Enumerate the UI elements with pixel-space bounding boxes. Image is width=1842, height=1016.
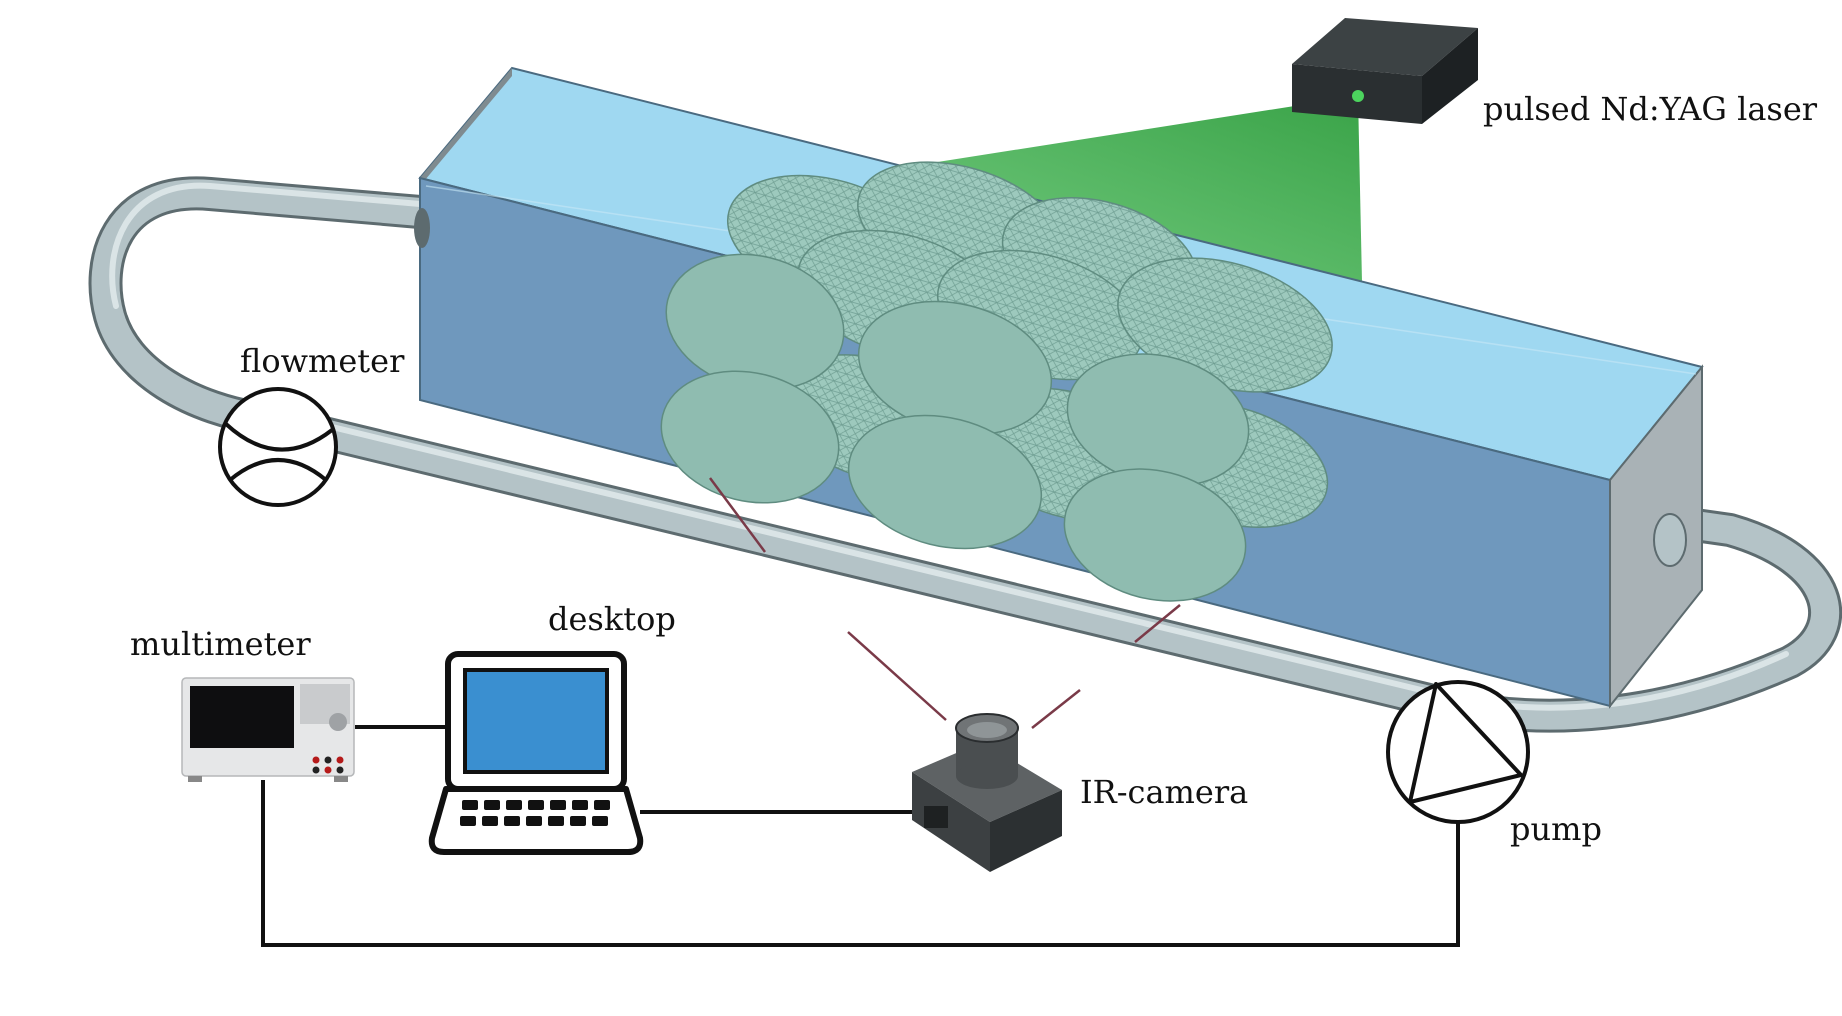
jack <box>312 756 320 764</box>
camera-connector <box>924 806 948 828</box>
pump-symbol-icon <box>1386 680 1530 824</box>
multimeter-jacks <box>312 756 344 774</box>
jack <box>312 766 320 774</box>
meshed-spheroids <box>726 161 1333 528</box>
labels: pulsed Nd:YAG laser flowmeter multimeter… <box>130 90 1818 848</box>
laser-top <box>1292 18 1478 76</box>
cut-faces <box>660 253 1250 602</box>
flowmeter-arc-bottom <box>228 458 328 482</box>
laser-sheet <box>855 96 1362 282</box>
laser-box-icon <box>1292 18 1478 124</box>
sightline <box>847 631 947 721</box>
pipe-stub-left <box>414 208 430 248</box>
camera-lens-glass <box>967 722 1007 738</box>
multimeter-dial <box>329 713 347 731</box>
jack <box>324 756 332 764</box>
wire-multimeter-pump <box>261 780 1460 947</box>
cut-face <box>660 370 840 504</box>
laser-side <box>1422 28 1478 124</box>
laptop-icon <box>428 651 644 855</box>
jack <box>336 756 344 764</box>
sightline <box>708 477 767 553</box>
jack <box>336 766 344 774</box>
laser-label: pulsed Nd:YAG laser <box>1483 90 1818 128</box>
pump-circle <box>1386 680 1530 824</box>
multimeter-label: multimeter <box>130 625 311 663</box>
camera-body-front <box>912 772 990 872</box>
desktop-label: desktop <box>548 600 676 638</box>
camera-body-side <box>990 790 1062 872</box>
multimeter-icon <box>181 677 355 782</box>
camera-sightlines <box>708 477 1181 729</box>
multimeter-foot <box>188 776 202 782</box>
camera-icon <box>912 713 1062 872</box>
laptop-keys <box>460 800 610 826</box>
pump-triangle <box>1408 682 1523 804</box>
flowmeter-label: flowmeter <box>240 342 405 380</box>
laptop-screen <box>463 668 609 774</box>
camera-lens-barrel-bottom <box>956 763 1018 789</box>
pump-label: pump <box>1510 810 1602 848</box>
flowmeter-arc-top <box>224 422 334 452</box>
cut-face <box>847 414 1043 550</box>
multimeter-foot <box>334 776 348 782</box>
sightline <box>1031 689 1081 729</box>
flowmeter-circle <box>218 387 338 507</box>
sightline <box>1134 604 1181 643</box>
flowmeter-symbol-icon <box>218 387 338 507</box>
laser-aperture <box>1352 90 1364 102</box>
packed-spheroids <box>660 161 1333 602</box>
jack <box>324 766 332 774</box>
multimeter-screen <box>190 686 294 748</box>
signal-wires <box>261 725 1460 947</box>
ir-camera-label: IR-camera <box>1080 773 1248 811</box>
cut-face <box>1063 468 1247 602</box>
channel-back-edge <box>420 68 512 186</box>
pipe-stub-right <box>1653 513 1687 567</box>
